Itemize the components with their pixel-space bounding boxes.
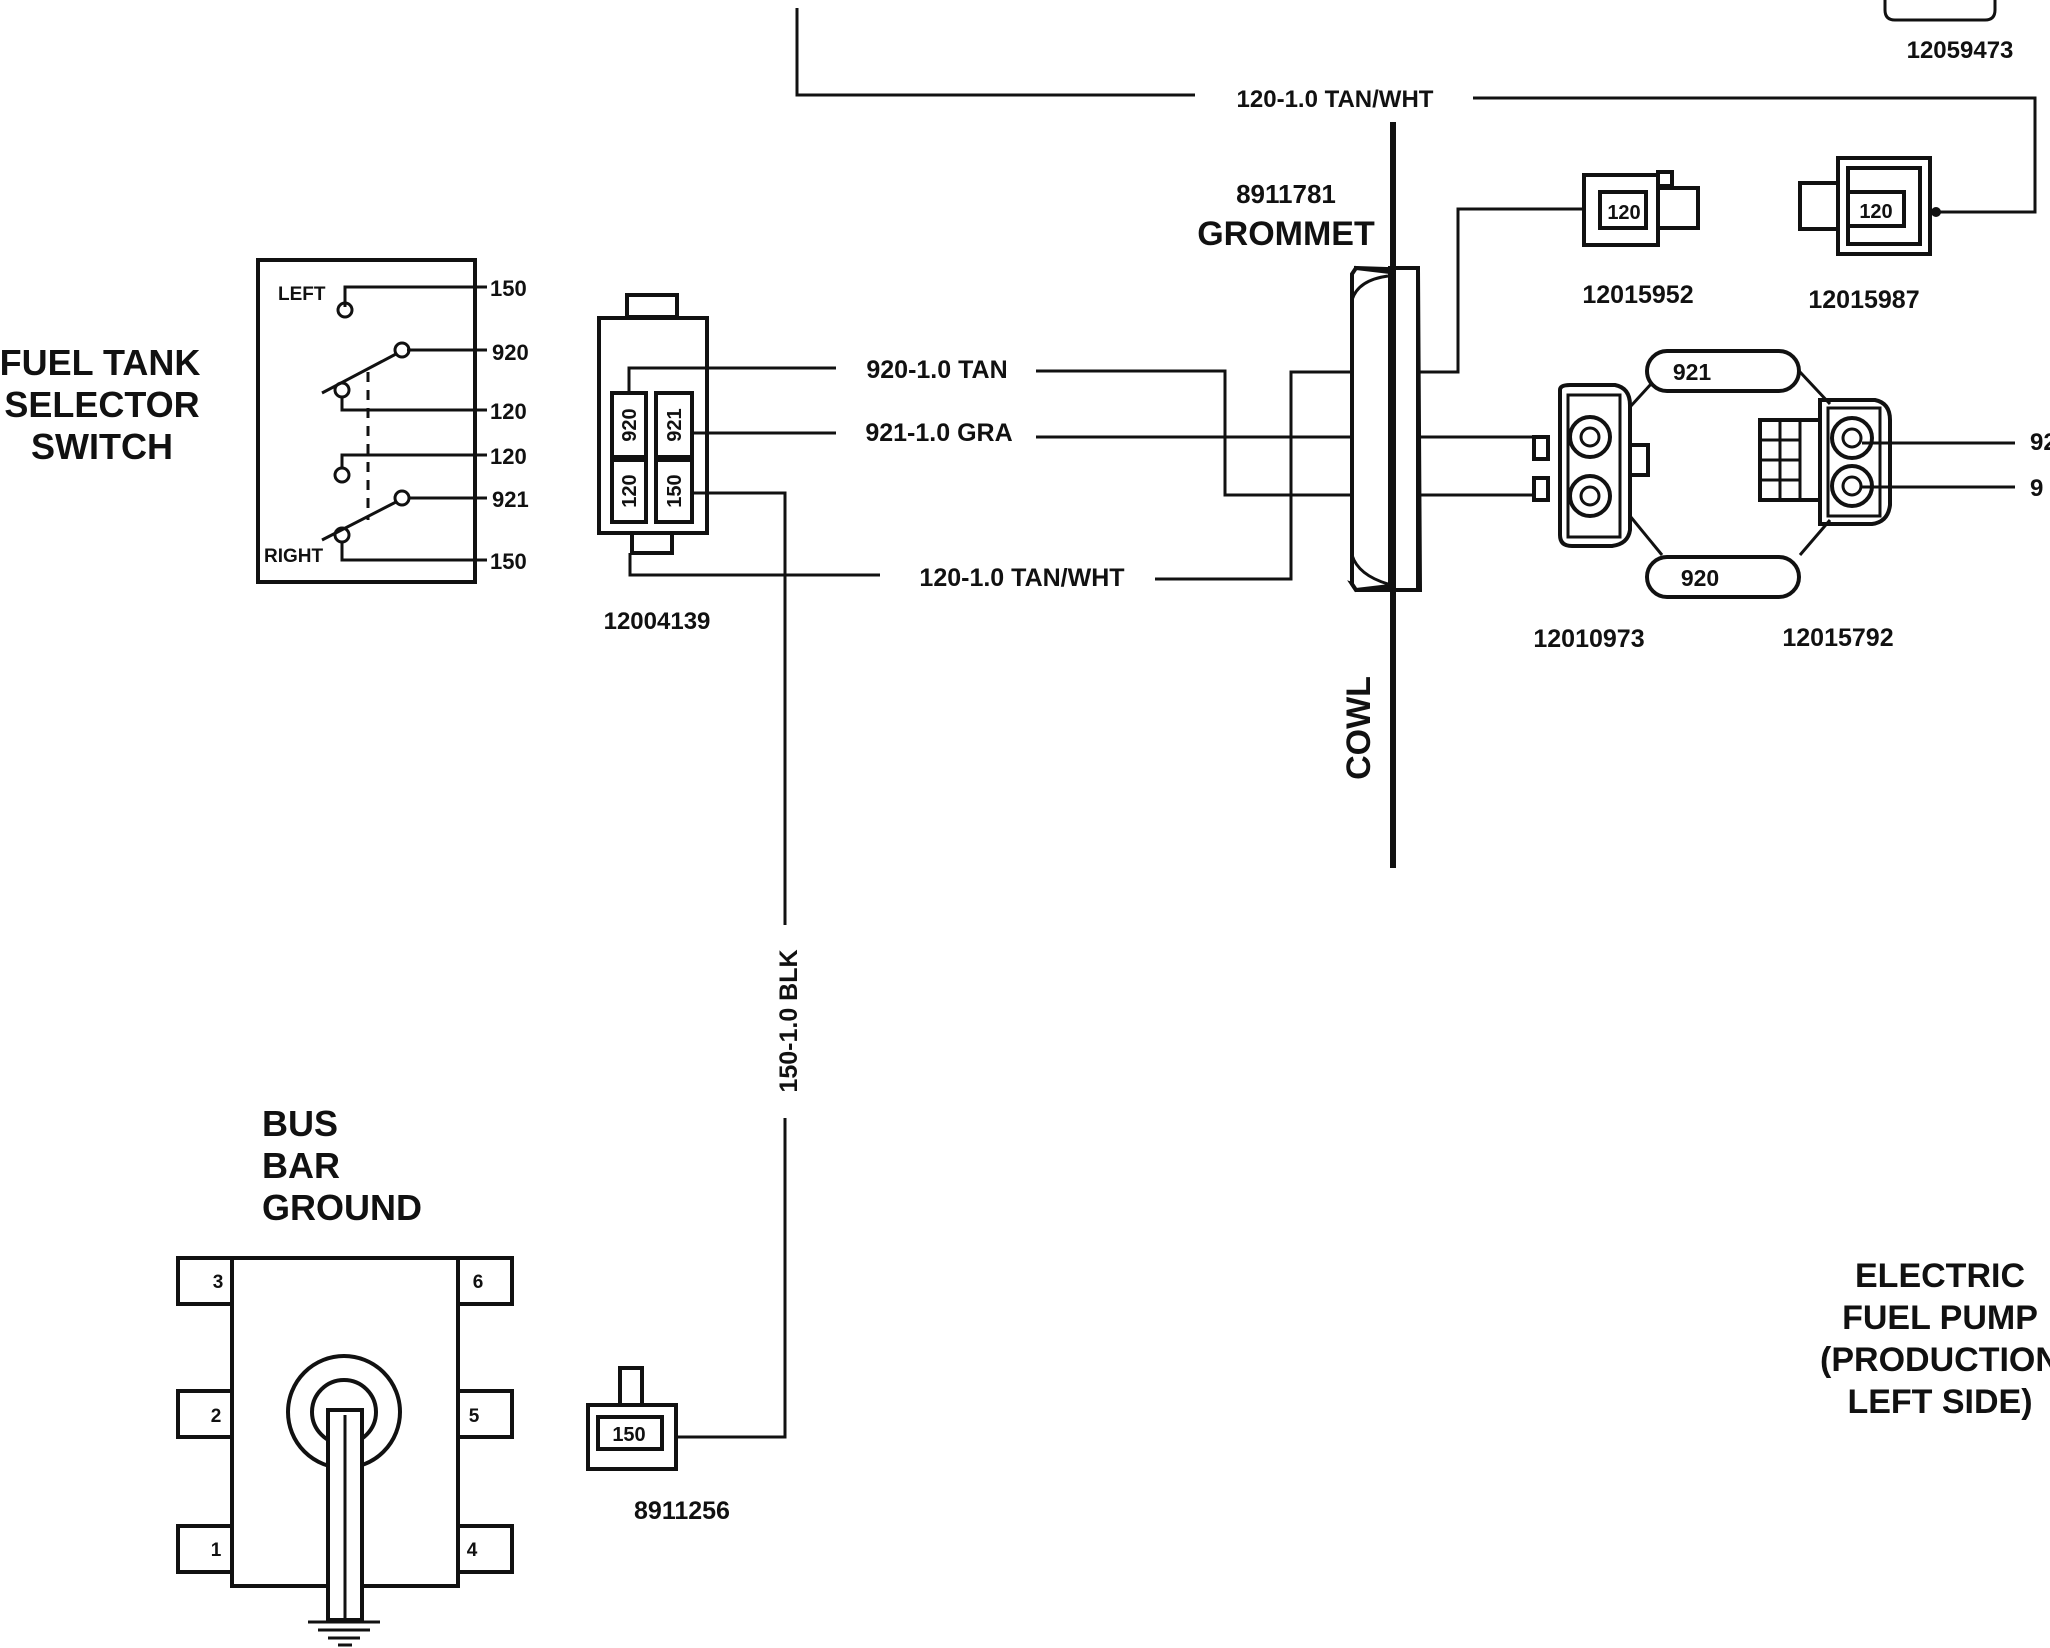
grommet: 8911781 GROMMET [1197, 122, 1423, 868]
connector-12059473: 12059473 [1883, 0, 2014, 64]
wire-120: 120-1.0 TAN/WHT [628, 207, 1582, 592]
connector-12004139: 920 921 120 150 12004139 [597, 293, 711, 635]
bus-bar-title-line1: BUS [262, 1103, 338, 1144]
connector-12015952-part: 12015952 [1582, 281, 1693, 309]
circuit-tags: 921 920 [1628, 349, 1832, 599]
switch-right-label: RIGHT [264, 546, 324, 567]
pump-note-line4: LEFT SIDE) [1847, 1383, 2032, 1421]
connector-8911256: 150 8911256 [586, 1366, 730, 1525]
wire-120-top: 120-1.0 TAN/WHT [795, 8, 2037, 214]
wire-921-label: 921-1.0 GRA [865, 419, 1012, 447]
circuit-tag-921 [1645, 349, 1801, 393]
connector-12015792-part: 12015792 [1782, 624, 1893, 652]
connector-12015987: 120 12015987 [1798, 156, 1941, 314]
bus-terminal-2: 2 [211, 1406, 222, 1427]
connector-12010973: 12010973 [1532, 383, 1650, 653]
wire-120-top-label: 120-1.0 TAN/WHT [1237, 86, 1434, 113]
switch-terminal-150-bottom: 150 [490, 549, 527, 574]
cavity-921: 921 [664, 408, 686, 441]
fuel-tank-selector-switch: FUEL TANK SELECTOR SWITCH LEFT RIGHT 150… [0, 258, 529, 584]
right-edge-label-2: 9 [2030, 475, 2043, 502]
wire-120-label: 120-1.0 TAN/WHT [919, 564, 1124, 592]
switch-terminal-920: 920 [492, 340, 529, 365]
switch-terminal-120-b: 120 [490, 444, 527, 469]
connector-8911256-cavity: 150 [612, 1424, 645, 1446]
pump-note-line3: (PRODUCTION [1820, 1341, 2050, 1379]
right-edge-label-1: 92 [2030, 429, 2050, 456]
switch-housing [256, 258, 477, 584]
wire-150-label: 150-1.0 BLK [775, 949, 803, 1092]
pump-note-line1: ELECTRIC [1855, 1257, 2025, 1295]
connector-12015987-part: 12015987 [1808, 286, 1919, 314]
connector-12015952-cavity: 120 [1607, 202, 1640, 224]
bus-terminal-6: 6 [473, 1272, 484, 1293]
connector-12059473-part: 12059473 [1907, 37, 2014, 64]
switch-left-label: LEFT [278, 284, 326, 305]
connector-12015952: 120 12015952 [1582, 170, 1700, 309]
connector-8911256-part: 8911256 [634, 1497, 730, 1525]
wire-920-label: 920-1.0 TAN [866, 356, 1007, 384]
wire-150: 150-1.0 BLK [676, 491, 803, 1439]
switch-terminal-120-a: 120 [490, 399, 527, 424]
switch-title-line2: SELECTOR [4, 384, 199, 425]
pump-note-line2: FUEL PUMP [1842, 1299, 2038, 1337]
connector-12004139-part: 12004139 [604, 608, 711, 635]
circuit-tag-920 [1645, 555, 1801, 599]
switch-terminal-150-top: 150 [490, 276, 527, 301]
cowl-label: COWL [1340, 676, 1378, 780]
switch-terminal-921: 921 [492, 487, 529, 512]
circuit-tag-921-label: 921 [1673, 359, 1712, 385]
cavity-120: 120 [619, 474, 641, 507]
bus-terminal-3: 3 [213, 1272, 224, 1293]
bus-terminal-1: 1 [211, 1540, 222, 1561]
grommet-label: GROMMET [1197, 215, 1375, 253]
bus-bar-title-line3: GROUND [262, 1187, 422, 1228]
switch-title-line3: SWITCH [31, 426, 173, 467]
cavity-920: 920 [619, 408, 641, 441]
connector-12010973-part: 12010973 [1533, 625, 1644, 653]
switch-title-line1: FUEL TANK [0, 342, 200, 383]
cavity-150: 150 [664, 474, 686, 507]
circuit-tag-920-label: 920 [1681, 565, 1719, 591]
bus-bar-ground: BUS BAR GROUND 3 6 2 5 1 4 [176, 1103, 514, 1647]
connector-12015987-cavity: 120 [1859, 201, 1892, 223]
wire-921: 921-1.0 GRA [692, 419, 1542, 447]
connector-12015792: 12015792 [1758, 398, 2015, 652]
grommet-part: 8911781 [1236, 179, 1336, 209]
bus-terminal-4: 4 [467, 1540, 478, 1561]
bus-bar-title-line2: BAR [262, 1145, 340, 1186]
electric-fuel-pump-note: ELECTRIC FUEL PUMP (PRODUCTION LEFT SIDE… [1820, 1257, 2050, 1421]
bus-terminal-5: 5 [469, 1406, 480, 1427]
